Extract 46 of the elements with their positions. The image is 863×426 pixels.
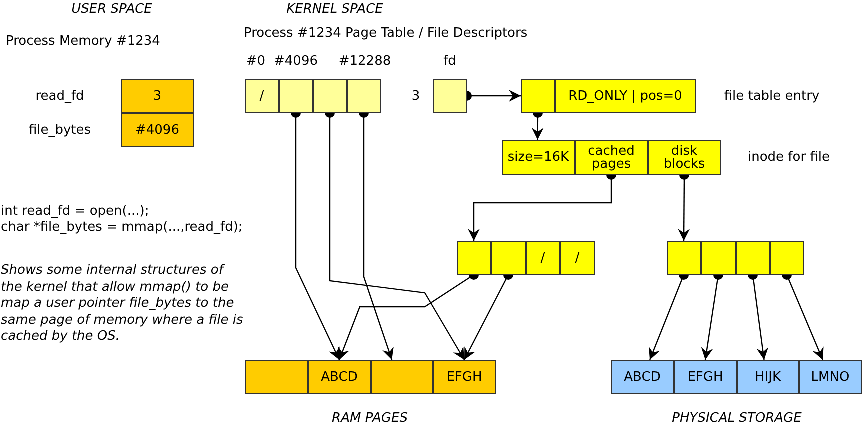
block-slot: [770, 241, 804, 275]
cache-slot: /: [526, 241, 560, 275]
page-table-entry: [347, 79, 381, 113]
page-table-entry: [279, 79, 313, 113]
page-table-entry: [313, 79, 347, 113]
code-line: char *file_bytes = mmap(...,read_fd);: [1, 220, 243, 235]
ram-page: [245, 360, 308, 394]
field-label: 3: [412, 89, 420, 104]
memory-cell: 3: [121, 79, 194, 113]
field-label: file table entry: [724, 89, 820, 104]
cache-slot: [457, 241, 491, 275]
ram-page: ABCD: [308, 360, 371, 394]
field-label: #4096: [274, 54, 318, 69]
field-label: #0: [246, 54, 266, 69]
cache-slot: [491, 241, 526, 275]
table-heading: Process #1234 Page Table / File Descriptors: [244, 26, 528, 41]
file-entry-field: RD_ONLY | pos=0: [555, 79, 696, 113]
block-slot: [701, 241, 736, 275]
block-slot: [736, 241, 770, 275]
field-label: inode for file: [748, 150, 830, 165]
ram-page: [371, 360, 433, 394]
code-line: int read_fd = open(...);: [1, 204, 150, 219]
inode-field: cached pages: [575, 140, 648, 175]
inode-field: size=16K: [502, 140, 575, 175]
region-caption: PHYSICAL STORAGE: [672, 411, 802, 426]
page-table-entry: /: [245, 79, 279, 113]
memory-label: Process Memory #1234: [6, 34, 160, 49]
field-label: read_fd: [36, 89, 84, 104]
storage-block: LMNO: [799, 360, 862, 394]
storage-block: EFGH: [674, 360, 737, 394]
description-text: Shows some internal structures of the kernel that allow mmap() to be map a user pointer file_bytes to the same page of memory where a file is cached by the OS.: [1, 263, 244, 346]
field-label: #12288: [338, 54, 392, 69]
inode-field: disk blocks: [648, 140, 721, 175]
section-heading: KERNEL SPACE: [286, 2, 384, 17]
fd-slot: [433, 79, 467, 113]
memory-cell: #4096: [121, 113, 194, 147]
storage-block: HIJK: [737, 360, 799, 394]
file-entry-pointer-cell: [521, 79, 555, 113]
storage-block: ABCD: [611, 360, 674, 394]
field-label: fd: [444, 54, 456, 69]
cache-slot: /: [560, 241, 595, 275]
block-slot: [667, 241, 701, 275]
ram-page: EFGH: [433, 360, 496, 394]
region-caption: RAM PAGES: [332, 411, 408, 426]
field-label: file_bytes: [28, 123, 92, 138]
section-heading: USER SPACE: [72, 2, 152, 17]
